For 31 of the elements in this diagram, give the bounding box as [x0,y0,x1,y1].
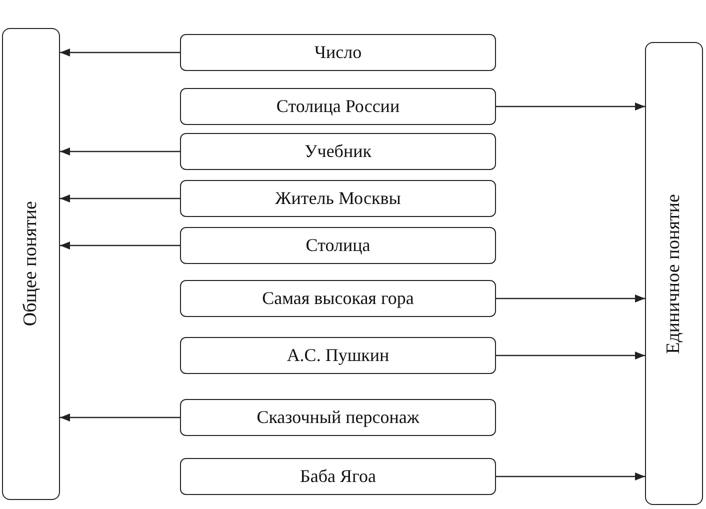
arrow [496,472,645,480]
term-box [180,458,496,495]
concept-box [2,28,60,500]
term-box [180,133,496,170]
arrow [60,242,180,250]
term-label: Число [314,42,362,63]
arrow [60,194,180,202]
term-label: Столица [306,235,370,256]
concept-label: Единичное понятие [663,194,685,354]
term-box [180,180,496,217]
term-label: Столица России [276,96,400,117]
term-label: Житель Москвы [275,188,401,209]
concept-box [645,42,703,505]
term-box [180,88,496,125]
term-box [180,399,496,436]
term-box [180,34,496,71]
arrow [60,414,180,422]
arrow [496,294,645,302]
term-box [180,337,496,374]
term-label: Баба Ягоа [300,466,376,487]
concept-label: Общее понятие [20,201,42,327]
arrow [496,352,645,360]
arrow [60,48,180,56]
term-label: Сказочный персонаж [256,407,420,428]
term-box [180,280,496,317]
term-label: А.С. Пушкин [286,345,390,366]
arrow [60,148,180,156]
arrow [496,102,645,110]
term-box [180,227,496,264]
term-label: Самая высокая гора [262,288,414,309]
term-label: Учебник [304,141,372,162]
